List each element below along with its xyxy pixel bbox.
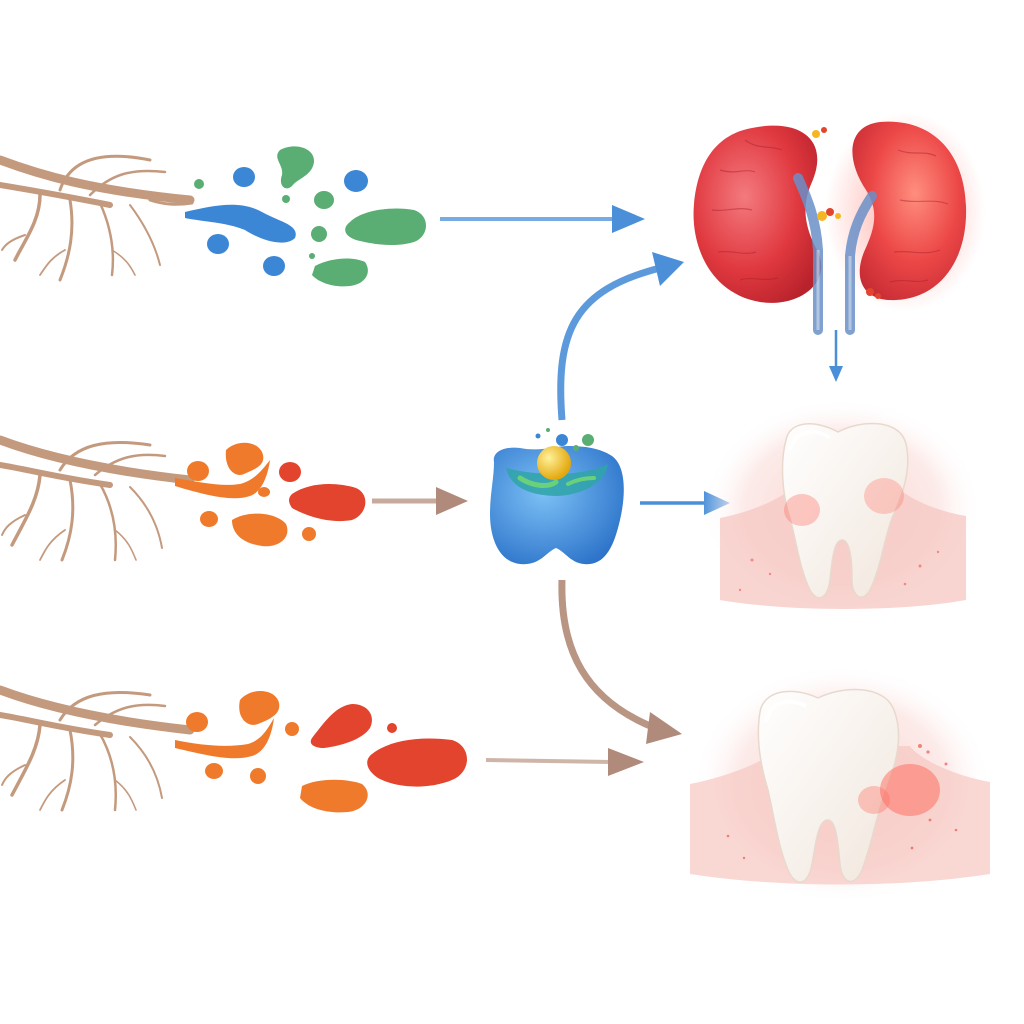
transporter-icon bbox=[490, 428, 624, 565]
tooth-icon-bottom bbox=[690, 664, 992, 904]
arrow-kidney-down bbox=[829, 330, 843, 382]
arrow-transporter-to-kidney bbox=[557, 252, 684, 421]
droplet-cluster-top bbox=[185, 146, 426, 287]
arrow-transporter-to-bottom-tooth bbox=[558, 579, 682, 744]
kidney-icon bbox=[693, 112, 985, 335]
arrow-top-to-kidney bbox=[440, 205, 645, 233]
root-icon-middle bbox=[0, 435, 195, 562]
droplet-cluster-middle bbox=[175, 442, 366, 547]
tooth-icon-middle bbox=[702, 398, 982, 618]
root-icon-top bbox=[0, 154, 195, 282]
root-icon-bottom bbox=[0, 685, 195, 812]
arrow-bottom-to-tooth bbox=[485, 748, 644, 776]
droplet-cluster-bottom bbox=[175, 691, 467, 813]
arrow-middle-to-transporter bbox=[372, 487, 468, 515]
